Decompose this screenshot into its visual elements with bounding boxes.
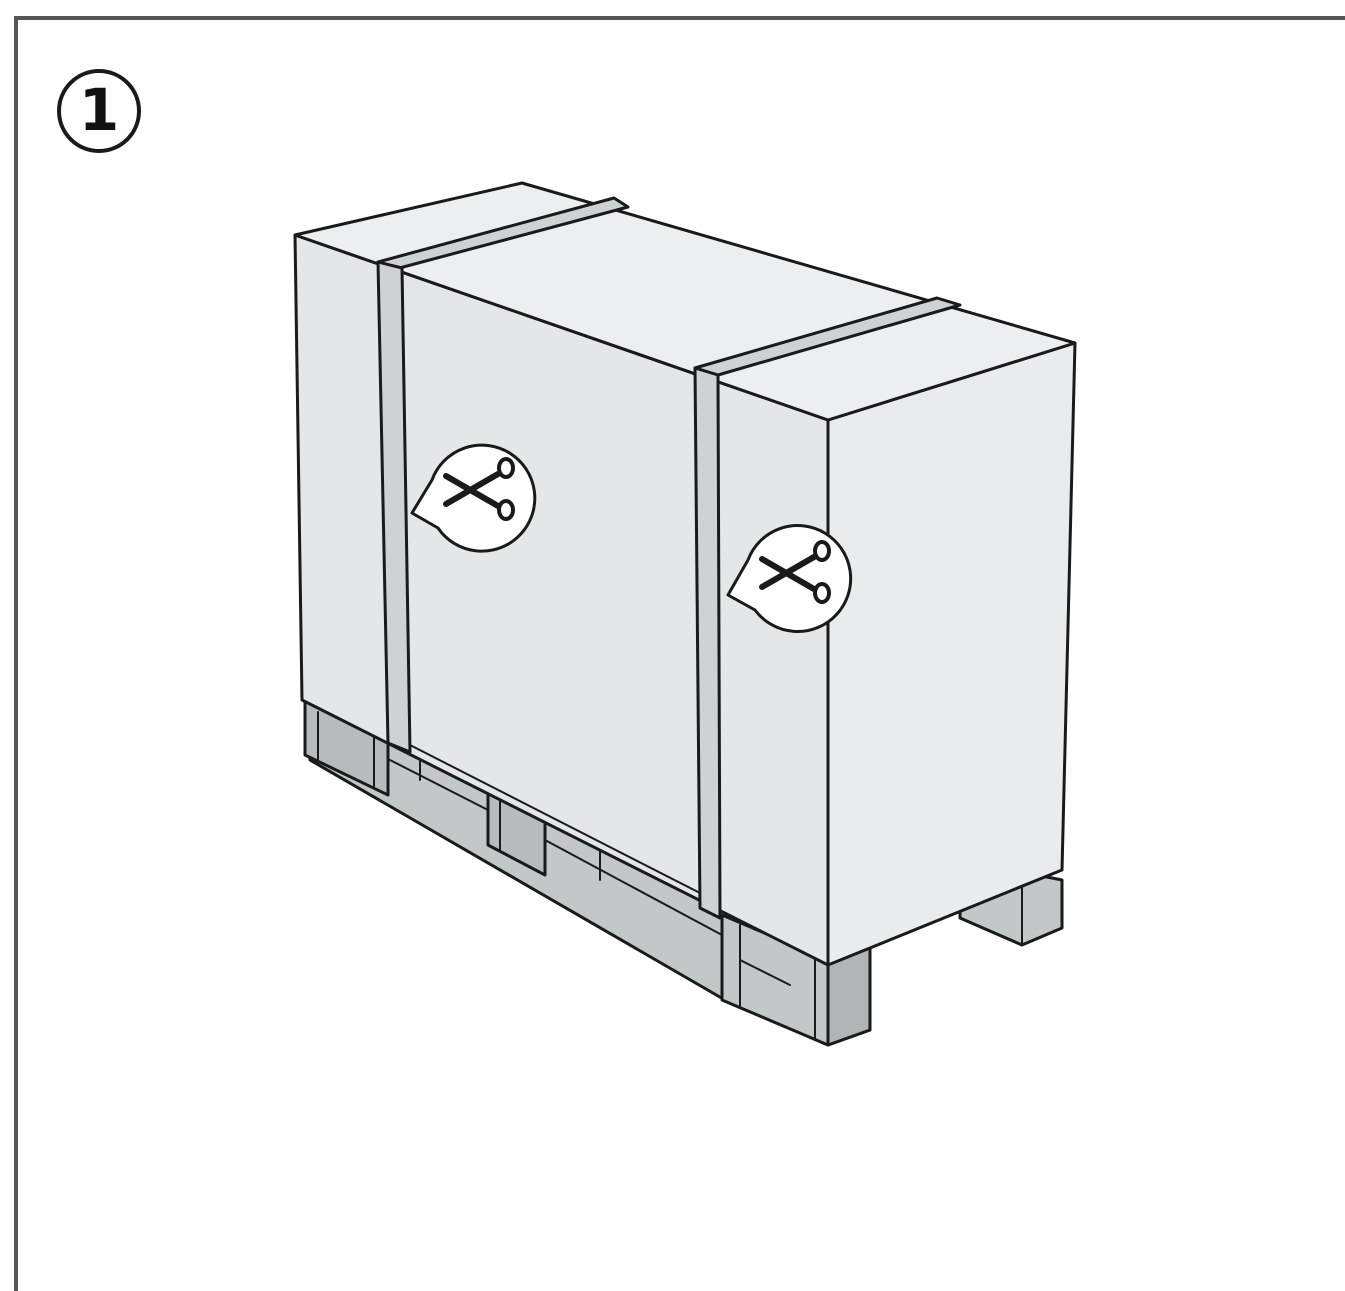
scissors-icon [443,457,515,521]
frame-top-border [14,16,1345,20]
strap-left-front [376,260,412,754]
strap-right-front [693,366,722,920]
cardboard-box [293,181,1077,967]
cut-callout-left [410,443,537,553]
cut-callout-right [726,524,853,634]
scissors-icon [759,540,831,604]
strapping-bands [376,196,962,920]
box-side-face [826,341,1077,967]
step-number-badge: 1 [57,69,141,153]
frame-left-border [14,16,18,1291]
step-number: 1 [78,76,120,144]
